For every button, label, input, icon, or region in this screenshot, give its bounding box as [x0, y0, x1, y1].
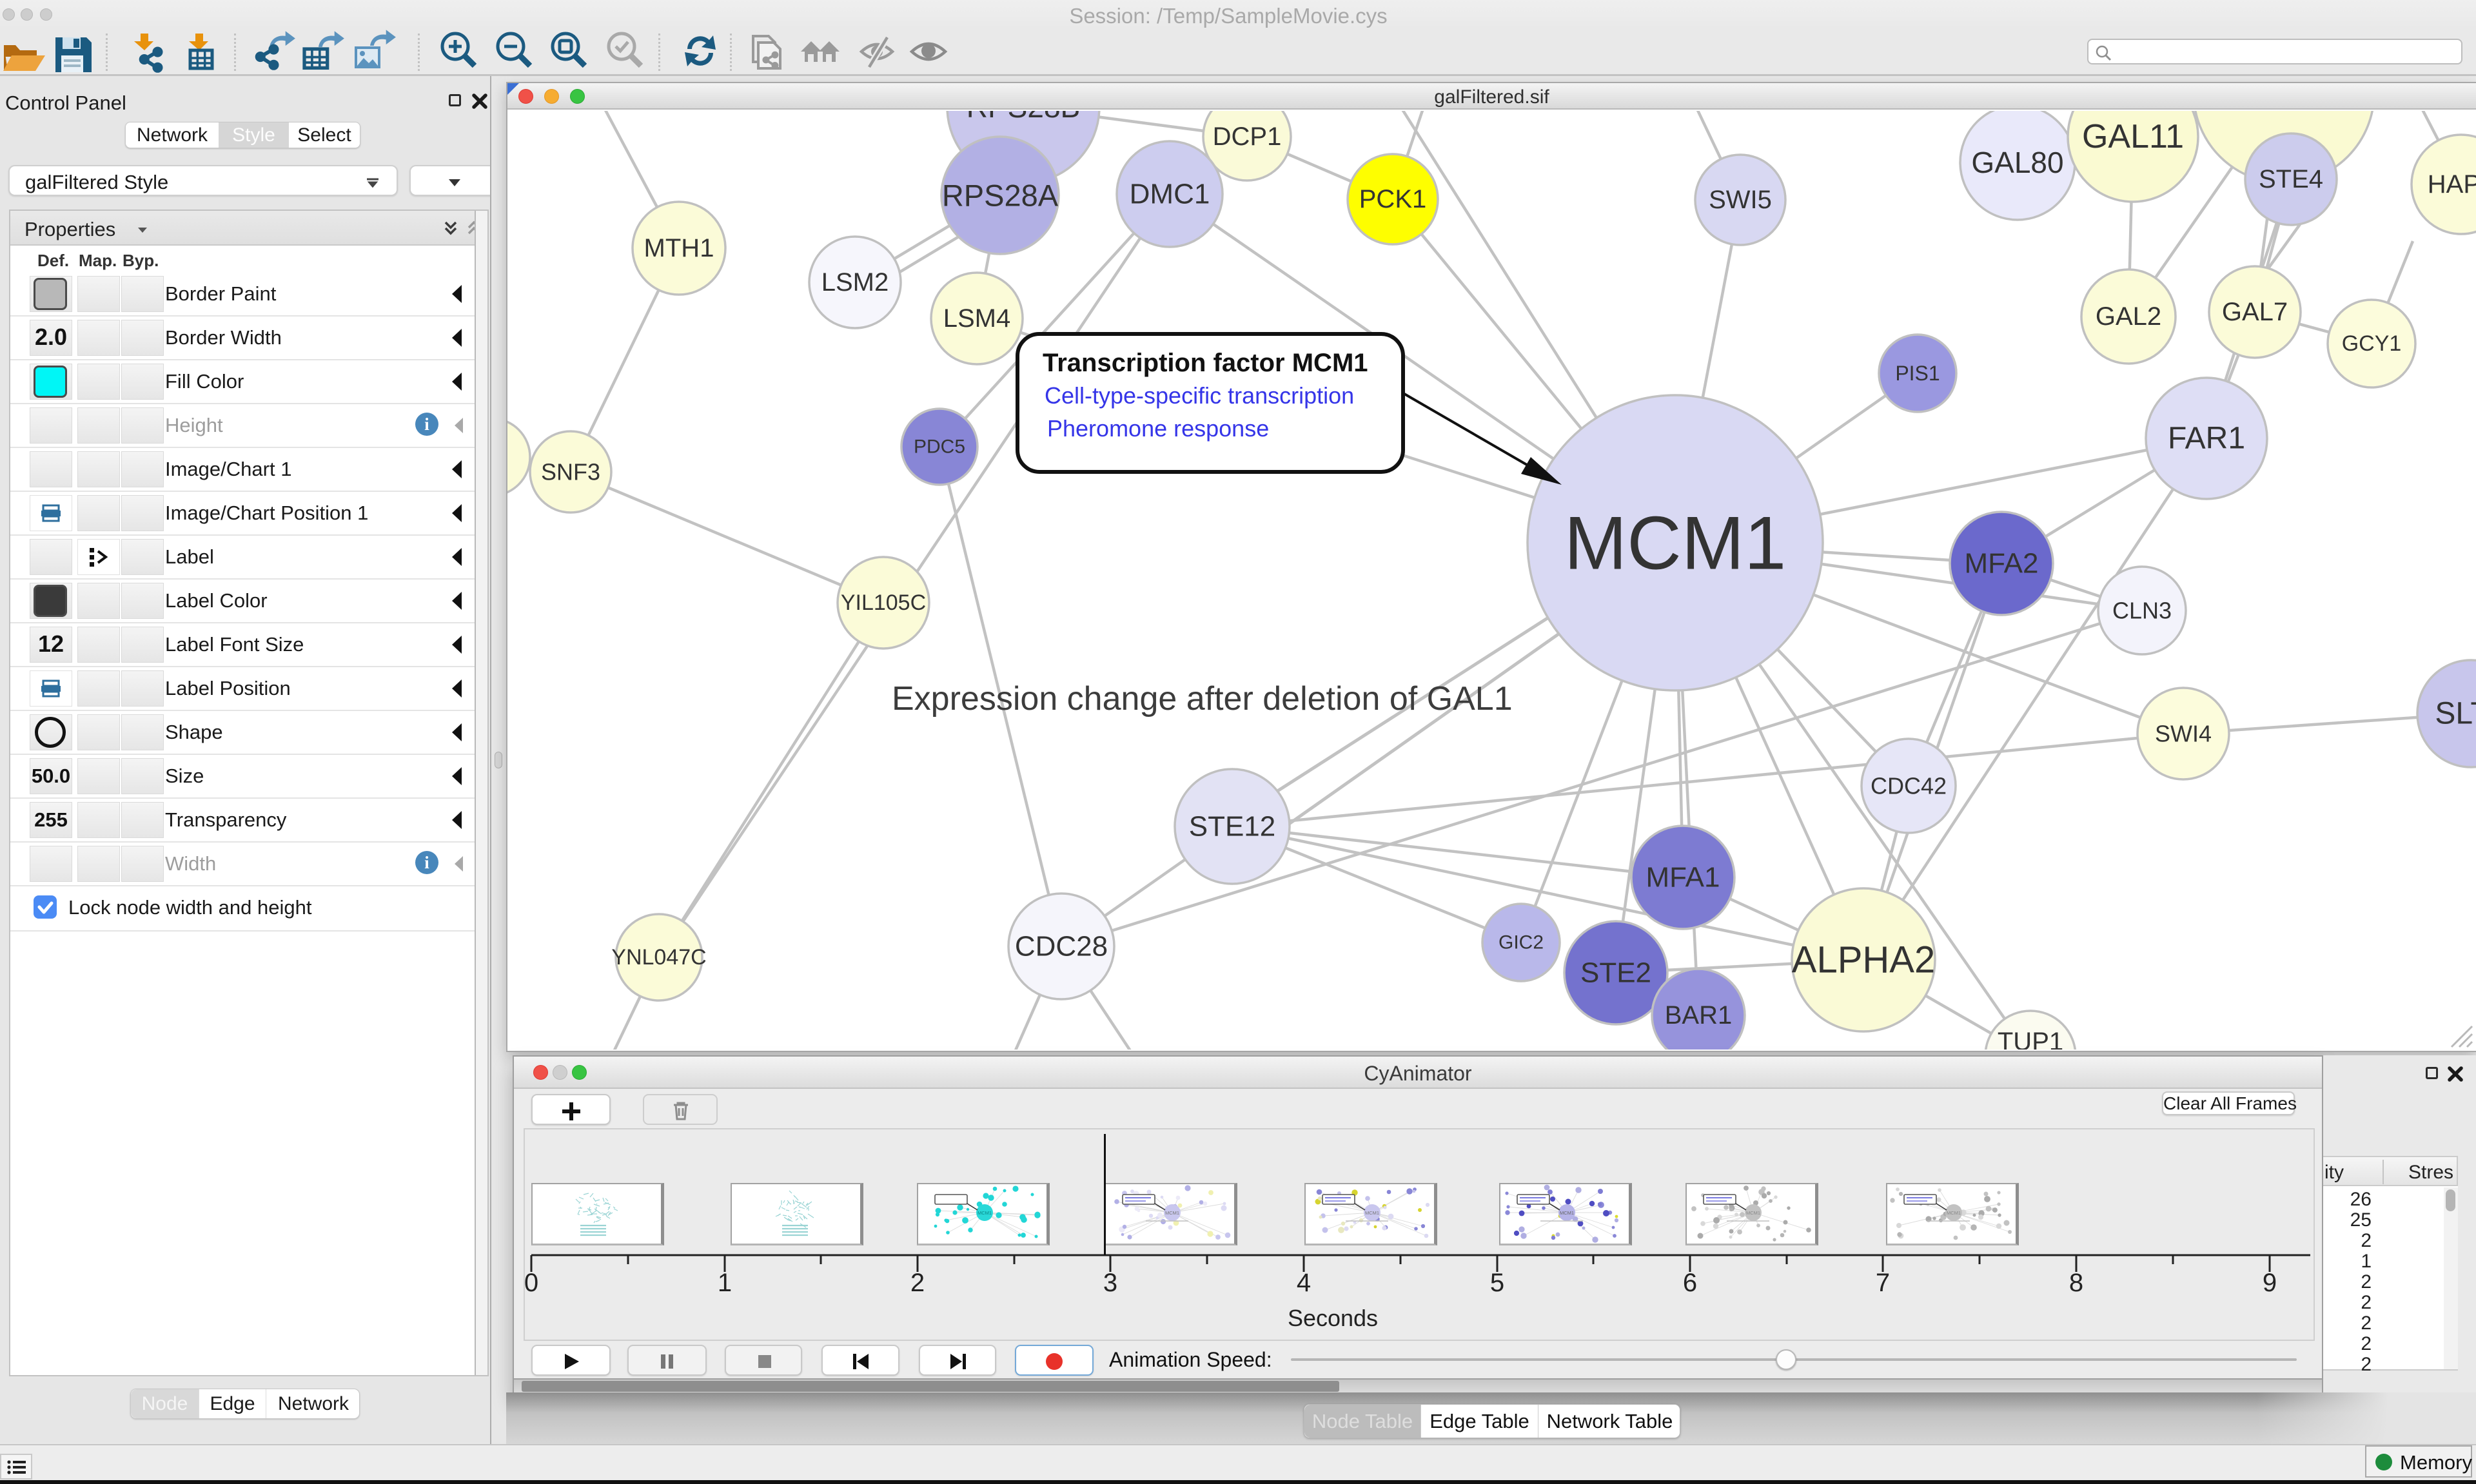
svg-text:Transcription factor MCM1: Transcription factor MCM1 [1043, 349, 1368, 377]
svg-text:LSM2: LSM2 [821, 268, 889, 297]
svg-text:PIS1: PIS1 [1895, 362, 1940, 385]
svg-text:Cell-type-specific transcripti: Cell-type-specific transcription [1045, 382, 1354, 409]
svg-text:STE2: STE2 [1580, 957, 1651, 989]
svg-text:6: 6 [1683, 1269, 1697, 1297]
svg-text:2: 2 [910, 1269, 925, 1297]
svg-text:Expression change after deleti: Expression change after deletion of GAL1 [892, 680, 1513, 718]
svg-text:ALPHA2: ALPHA2 [1792, 939, 1935, 981]
svg-text:SWI4: SWI4 [2155, 721, 2212, 747]
svg-text:MCM1: MCM1 [1746, 1210, 1760, 1216]
svg-text:GCY1: GCY1 [2342, 331, 2402, 356]
svg-text:CDC42: CDC42 [1871, 773, 1947, 799]
svg-text:STE12: STE12 [1189, 811, 1276, 843]
svg-text:8: 8 [2069, 1269, 2083, 1297]
svg-text:GAL2: GAL2 [2096, 302, 2161, 331]
svg-text:Seconds: Seconds [1288, 1305, 1378, 1327]
svg-text:MCM1: MCM1 [1560, 1210, 1574, 1216]
svg-text:CDC28: CDC28 [1015, 931, 1108, 962]
svg-text:TUP1: TUP1 [1998, 1028, 2063, 1050]
svg-text:STE4: STE4 [2259, 165, 2323, 193]
svg-text:MCM1: MCM1 [1564, 501, 1787, 585]
svg-text:MCM1: MCM1 [978, 1210, 992, 1216]
svg-text:PDC5: PDC5 [914, 436, 965, 458]
svg-text:RPS28A: RPS28A [942, 179, 1059, 213]
svg-text:GAL80: GAL80 [1971, 146, 2063, 179]
svg-text:CLN3: CLN3 [2112, 598, 2172, 624]
svg-text:DMC1: DMC1 [1130, 179, 1210, 210]
svg-text:FAR1: FAR1 [2168, 422, 2245, 456]
svg-text:MFA1: MFA1 [1646, 862, 1720, 893]
svg-text:MTH1: MTH1 [644, 234, 714, 262]
svg-text:GAL11: GAL11 [2082, 118, 2184, 155]
svg-text:RPS28B: RPS28B [967, 111, 1080, 124]
svg-text:SLT2: SLT2 [2435, 697, 2476, 731]
svg-text:GIC2: GIC2 [1498, 932, 1544, 953]
svg-text:SNF3: SNF3 [541, 459, 600, 485]
svg-text:DCP1: DCP1 [1213, 122, 1282, 151]
svg-text:SWI5: SWI5 [1709, 186, 1772, 214]
svg-text:MCM1: MCM1 [1165, 1210, 1179, 1216]
svg-text:3: 3 [1103, 1269, 1117, 1297]
svg-text:YIL105C: YIL105C [841, 591, 926, 615]
svg-text:YNL047C: YNL047C [611, 945, 706, 970]
svg-text:5: 5 [1490, 1269, 1504, 1297]
svg-text:4: 4 [1297, 1269, 1311, 1297]
svg-text:0: 0 [524, 1269, 538, 1297]
svg-text:MFA2: MFA2 [1965, 548, 2039, 580]
svg-text:HAP2: HAP2 [2428, 170, 2476, 199]
svg-text:MCM1: MCM1 [1365, 1210, 1379, 1216]
svg-text:7: 7 [1876, 1269, 1890, 1297]
svg-text:9: 9 [2263, 1269, 2277, 1297]
svg-text:MCM1: MCM1 [1947, 1210, 1961, 1216]
svg-text:1: 1 [718, 1269, 732, 1297]
svg-text:PCK1: PCK1 [1359, 185, 1427, 213]
svg-text:LSM4: LSM4 [943, 304, 1011, 333]
svg-text:BAR1: BAR1 [1665, 1001, 1733, 1030]
svg-text:GAL7: GAL7 [2222, 298, 2288, 326]
svg-text:Pheromone response: Pheromone response [1047, 415, 1269, 442]
